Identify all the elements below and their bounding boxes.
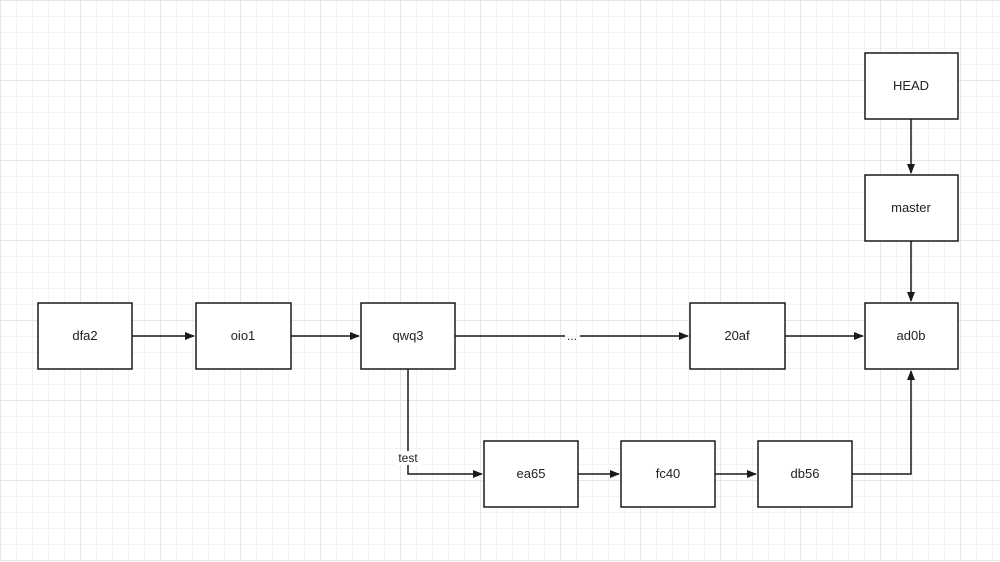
- edge-db56-ad0b: [852, 370, 915, 475]
- node-label: master: [891, 200, 931, 215]
- branch-label-bg: [395, 451, 421, 465]
- commit-node-qwq3: qwq3: [360, 302, 456, 370]
- node-label: ea65: [517, 466, 546, 481]
- node-label: ad0b: [897, 328, 926, 343]
- ellipsis-label: ...: [567, 329, 577, 343]
- branch-node-master: master: [864, 174, 959, 242]
- commit-node-ad0b: ad0b: [864, 302, 959, 370]
- commit-node-oio1: oio1: [195, 302, 292, 370]
- node-label: db56: [791, 466, 820, 481]
- commit-node-fc40: fc40: [620, 440, 716, 508]
- node-label: HEAD: [893, 78, 929, 93]
- node-label: qwq3: [392, 328, 423, 343]
- commit-node-20af: 20af: [689, 302, 786, 370]
- node-label: 20af: [724, 328, 750, 343]
- edge-qwq3-ea65: [407, 369, 483, 478]
- commit-node-ea65: ea65: [483, 440, 579, 508]
- pointer-node-head: HEAD: [864, 52, 959, 120]
- node-label: fc40: [656, 466, 681, 481]
- branch-label-test: test: [398, 451, 418, 465]
- node-label: oio1: [231, 328, 256, 343]
- node-label: dfa2: [72, 328, 97, 343]
- commit-node-dfa2: dfa2: [37, 302, 133, 370]
- commit-node-db56: db56: [757, 440, 853, 508]
